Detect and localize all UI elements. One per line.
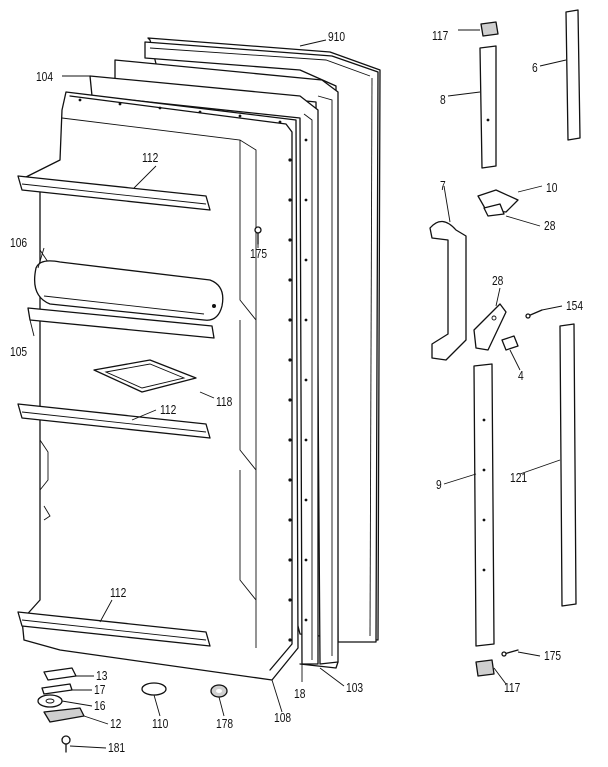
callout-121: 121	[510, 472, 527, 485]
screw-175-lower	[501, 649, 519, 657]
callout-104: 104	[36, 71, 54, 84]
callout-6: 6	[532, 62, 538, 75]
bushing-16	[37, 694, 63, 708]
callout-16: 16	[94, 700, 105, 713]
callout-13: 13	[96, 670, 107, 683]
dairy-shelf	[27, 307, 215, 339]
handle-trim-9	[473, 363, 495, 647]
trim-strip-6	[565, 9, 581, 141]
callout-10: 10	[546, 182, 557, 195]
screw-154	[525, 309, 543, 319]
washer-17	[41, 683, 73, 695]
hinge-cover-117-top	[480, 21, 499, 37]
spacer-4	[501, 335, 519, 351]
leader-lines	[29, 29, 567, 749]
liner-rivets	[78, 98, 308, 642]
callout-7: 7	[440, 180, 446, 193]
callout-175-upper: 175	[250, 248, 267, 261]
callout-181: 181	[108, 742, 125, 755]
callout-112-middle: 112	[160, 404, 176, 417]
egg-tray	[93, 359, 197, 393]
callout-910: 910	[328, 31, 345, 44]
bottom-hinge-12	[43, 707, 85, 723]
handle-trim-8	[479, 45, 497, 169]
callout-28-upper: 28	[544, 220, 555, 233]
callout-103: 103	[346, 682, 363, 695]
gasket-strip-121	[559, 323, 577, 607]
plug-178	[210, 684, 228, 698]
hinge-cover-117-bottom	[475, 659, 495, 677]
callout-154: 154	[566, 300, 584, 313]
handle-7	[429, 220, 467, 361]
callout-18: 18	[294, 688, 305, 701]
callout-112-top: 112	[142, 152, 158, 165]
callout-117-bottom: 117	[504, 682, 520, 695]
callout-28-lower: 28	[492, 275, 503, 288]
callout-118: 118	[216, 396, 232, 409]
screw-181	[61, 735, 71, 753]
callout-labels: 910 104 112 106 175 105 118 112 112 13 1…	[10, 30, 584, 755]
shim-13	[43, 667, 77, 681]
callout-4: 4	[518, 370, 524, 383]
dairy-door	[33, 260, 224, 321]
callout-175-lower: 175	[544, 650, 561, 663]
callout-105: 105	[10, 346, 27, 359]
callout-12: 12	[110, 718, 121, 731]
callout-110: 110	[152, 718, 168, 731]
cover-110	[141, 682, 167, 696]
callout-178: 178	[216, 718, 233, 731]
callout-106: 106	[10, 237, 27, 250]
callout-112-bottom: 112	[110, 587, 126, 600]
door-shelf-bottom	[17, 611, 211, 647]
callout-17: 17	[94, 684, 105, 697]
callout-117-top: 117	[432, 30, 448, 43]
callout-9: 9	[436, 479, 442, 492]
door-shelf-top	[17, 175, 211, 211]
screw-175-upper	[254, 226, 262, 245]
screw-28-upper	[483, 203, 505, 217]
callout-8: 8	[440, 94, 446, 107]
callout-108: 108	[274, 712, 291, 725]
hinge-bracket-28	[473, 303, 507, 351]
door-shelf-middle	[17, 403, 211, 439]
